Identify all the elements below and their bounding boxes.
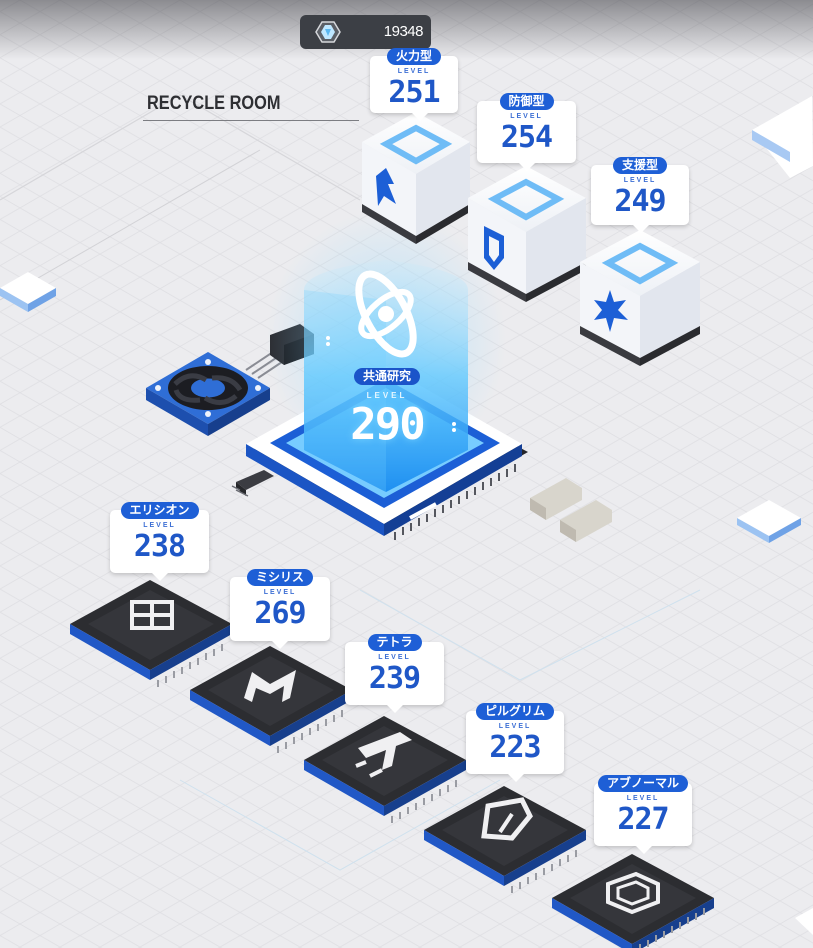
level-word: LEVEL bbox=[263, 589, 297, 596]
level-value: 251 bbox=[388, 75, 440, 110]
label-tag: エリシオン bbox=[120, 502, 199, 519]
level-word: LEVEL bbox=[397, 68, 431, 75]
level-label-tetra[interactable]: テトラ LEVEL 239 bbox=[345, 634, 444, 713]
decor-block-right bbox=[737, 500, 801, 543]
level-word: LEVEL bbox=[623, 177, 657, 184]
level-value: 290 bbox=[350, 399, 425, 450]
atom-orbit-icon bbox=[355, 270, 417, 358]
cube-attacker[interactable] bbox=[362, 112, 470, 244]
chip-pilgrim[interactable] bbox=[424, 786, 586, 893]
level-value: 249 bbox=[614, 184, 666, 219]
label-tag: ピルグリム bbox=[475, 703, 555, 720]
level-label-pilgrim[interactable]: ピルグリム LEVEL 223 bbox=[466, 703, 564, 782]
cable-connectors bbox=[530, 478, 612, 542]
level-label-attacker[interactable]: 火力型 LEVEL 251 bbox=[370, 48, 458, 121]
level-value: 269 bbox=[254, 596, 306, 631]
label-tag: 共通研究 bbox=[353, 368, 421, 385]
label-tag: 火力型 bbox=[386, 48, 442, 65]
currency-counter[interactable]: 19348 bbox=[300, 15, 431, 49]
level-label-missilis[interactable]: ミシリス LEVEL 269 bbox=[230, 569, 330, 649]
page-title: RECYCLE ROOM bbox=[147, 93, 281, 114]
label-tag: テトラ bbox=[367, 634, 422, 651]
label-tag: ミシリス bbox=[246, 569, 314, 586]
cube-defender[interactable] bbox=[468, 166, 586, 302]
chip-tetra[interactable] bbox=[304, 716, 466, 823]
level-value: 254 bbox=[500, 120, 553, 155]
level-word: LEVEL bbox=[510, 113, 543, 120]
level-value: 227 bbox=[617, 802, 669, 837]
decor-block-left bbox=[0, 272, 56, 312]
level-word: LEVEL bbox=[366, 391, 408, 400]
level-label-elysion[interactable]: エリシオン LEVEL 238 bbox=[110, 502, 209, 581]
label-tag: 防御型 bbox=[499, 93, 554, 110]
decor-block-bottom-right bbox=[795, 908, 813, 935]
chip-elysion[interactable] bbox=[70, 580, 232, 687]
level-label-abnormal[interactable]: アブノーマル LEVEL 227 bbox=[594, 775, 692, 854]
currency-value: 19348 bbox=[383, 23, 424, 40]
core-level-label[interactable]: 共通研究 LEVEL 290 bbox=[325, 366, 449, 456]
level-word: LEVEL bbox=[378, 654, 411, 661]
label-tag: アブノーマル bbox=[597, 775, 689, 792]
level-value: 223 bbox=[489, 730, 541, 765]
chip-missilis[interactable] bbox=[190, 646, 352, 753]
chip-abnormal[interactable] bbox=[552, 854, 714, 948]
decor-block-top-right bbox=[752, 96, 813, 178]
title-underline bbox=[143, 120, 359, 121]
label-tag: 支援型 bbox=[612, 157, 668, 174]
level-value: 238 bbox=[133, 529, 186, 564]
crystal-gem-icon bbox=[315, 21, 341, 43]
level-value: 239 bbox=[368, 661, 421, 696]
level-word: LEVEL bbox=[498, 723, 532, 730]
level-word: LEVEL bbox=[626, 795, 660, 802]
level-label-supporter[interactable]: 支援型 LEVEL 249 bbox=[591, 157, 689, 233]
level-label-defender[interactable]: 防御型 LEVEL 254 bbox=[477, 93, 576, 171]
level-word: LEVEL bbox=[143, 522, 176, 529]
cube-supporter[interactable] bbox=[580, 230, 700, 366]
